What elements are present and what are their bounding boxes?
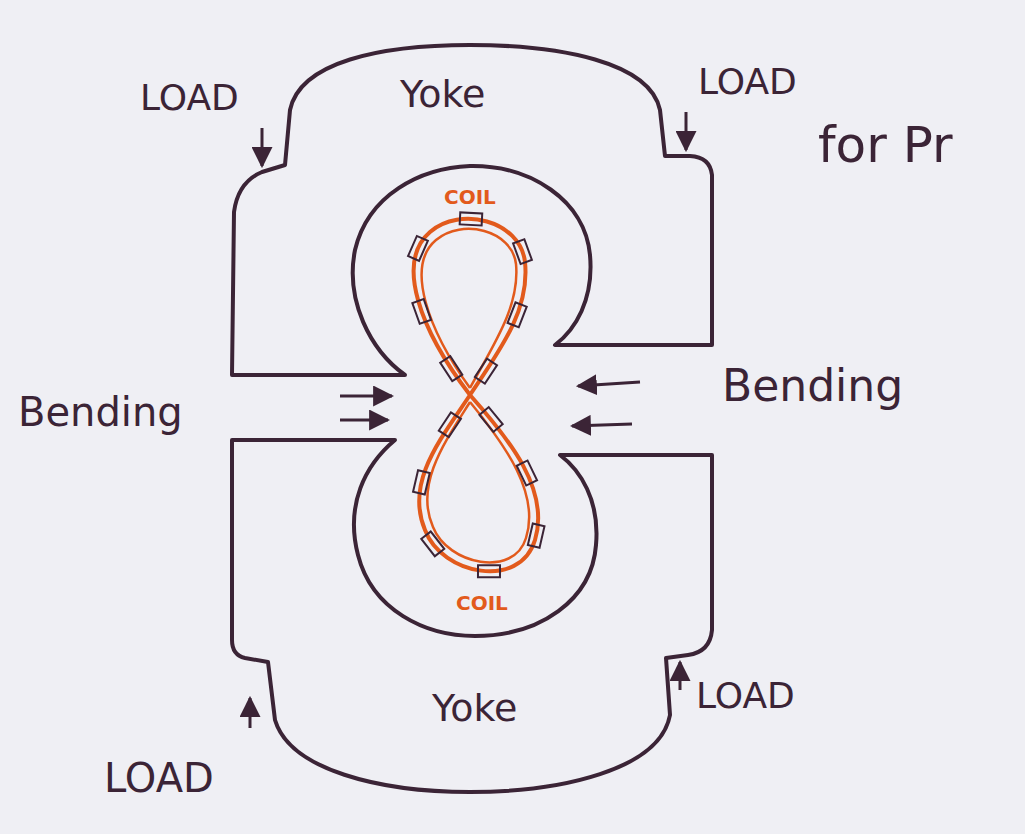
bottom-yoke-outline xyxy=(232,440,712,792)
load-arrow xyxy=(685,112,688,150)
load-label: LOAD xyxy=(698,62,797,102)
note-label: for Pr xyxy=(818,118,952,173)
coil-label: COIL xyxy=(444,186,496,208)
coil-block xyxy=(517,461,537,486)
part-label: Yoke xyxy=(400,74,485,116)
top-yoke-outline xyxy=(232,45,712,375)
bending-label: Bending xyxy=(18,390,183,434)
coil-block xyxy=(460,212,483,225)
bending-arrow xyxy=(340,419,388,422)
coil-block xyxy=(508,302,527,327)
part-label: Yoke xyxy=(432,688,517,730)
coil-block xyxy=(413,470,430,494)
coil-block xyxy=(478,565,500,577)
coil-winding xyxy=(422,229,530,563)
bending-label: Bending xyxy=(722,362,903,410)
coil-block xyxy=(439,412,461,437)
coil-winding xyxy=(414,219,539,571)
bending-arrow xyxy=(572,424,632,426)
load-arrow xyxy=(261,128,264,166)
coil-block xyxy=(412,299,431,324)
load-label: LOAD xyxy=(140,78,239,118)
coil-block xyxy=(421,532,444,557)
load-label: LOAD xyxy=(104,756,214,800)
coil-block xyxy=(475,359,497,384)
load-arrow xyxy=(249,698,252,728)
coil-block xyxy=(440,356,462,381)
bending-arrow xyxy=(340,395,392,398)
coil-block xyxy=(528,524,545,548)
coil-block xyxy=(479,407,502,432)
coil-block xyxy=(513,239,532,264)
coil-block xyxy=(408,236,428,261)
load-label: LOAD xyxy=(696,676,795,716)
coil-label: COIL xyxy=(456,592,508,614)
load-arrow xyxy=(679,662,682,690)
bending-arrow xyxy=(578,382,640,386)
